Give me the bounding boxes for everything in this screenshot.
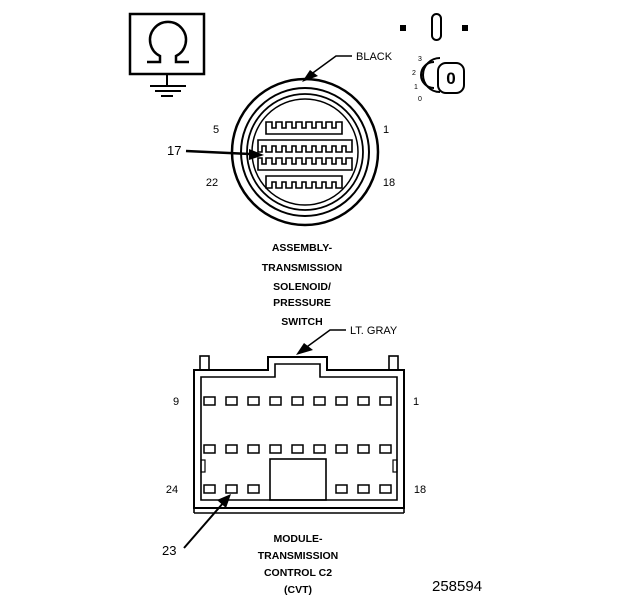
- top-connector-name-line-3: SOLENOID/: [273, 281, 331, 293]
- bottom-connector-name-line-2: TRANSMISSION: [258, 550, 339, 562]
- ignition-key-icon: 0 3 2 1 0: [400, 13, 468, 103]
- bottom-connector-name-line-1: MODULE-: [274, 533, 323, 545]
- top-connector-color-label: BLACK: [356, 51, 393, 63]
- lt-gray-color-callout: LT. GRAY: [296, 325, 398, 355]
- top-connector-name-line-1: ASSEMBLY-: [272, 242, 333, 254]
- key-position-3: 3: [418, 56, 422, 63]
- tcm-connector: [193, 355, 405, 514]
- top-connector-pin-5: 5: [213, 124, 219, 136]
- top-connector-name-line-2: TRANSMISSION: [262, 262, 343, 274]
- top-connector-pin-1: 1: [383, 124, 389, 136]
- bottom-connector-name-line-4: (CVT): [284, 584, 312, 596]
- key-position-0: 0: [418, 96, 422, 103]
- top-connector-name: ASSEMBLY- TRANSMISSION SOLENOID/ PRESSUR…: [262, 242, 343, 328]
- bottom-connector-callout-pin: 23: [162, 543, 176, 558]
- top-connector-name-line-4: PRESSURE: [273, 297, 331, 309]
- key-position-2: 2: [412, 70, 416, 77]
- top-connector-callout-pin: 17: [167, 143, 181, 158]
- bottom-connector-name-line-3: CONTROL C2: [264, 567, 332, 579]
- pin-17-callout: 17: [167, 143, 264, 160]
- figure-number: 258594: [432, 578, 482, 595]
- black-color-callout: BLACK: [302, 51, 393, 82]
- bottom-connector-pin-24: 24: [166, 484, 178, 496]
- top-connector-pin-18: 18: [383, 177, 395, 189]
- key-position-1: 1: [414, 84, 418, 91]
- bottom-connector-color-label: LT. GRAY: [350, 325, 398, 337]
- bottom-connector-name: MODULE- TRANSMISSION CONTROL C2 (CVT): [258, 533, 339, 596]
- top-connector-pin-22: 22: [206, 177, 218, 189]
- bottom-connector-pin-18: 18: [414, 484, 426, 496]
- top-connector-name-line-5: SWITCH: [281, 316, 322, 328]
- key-letter: 0: [446, 69, 455, 88]
- bottom-connector-pin-1: 1: [413, 396, 419, 408]
- ground-symbol-icon: [128, 12, 206, 97]
- pin-23-callout: 23: [162, 494, 231, 558]
- bottom-connector-pin-9: 9: [173, 396, 179, 408]
